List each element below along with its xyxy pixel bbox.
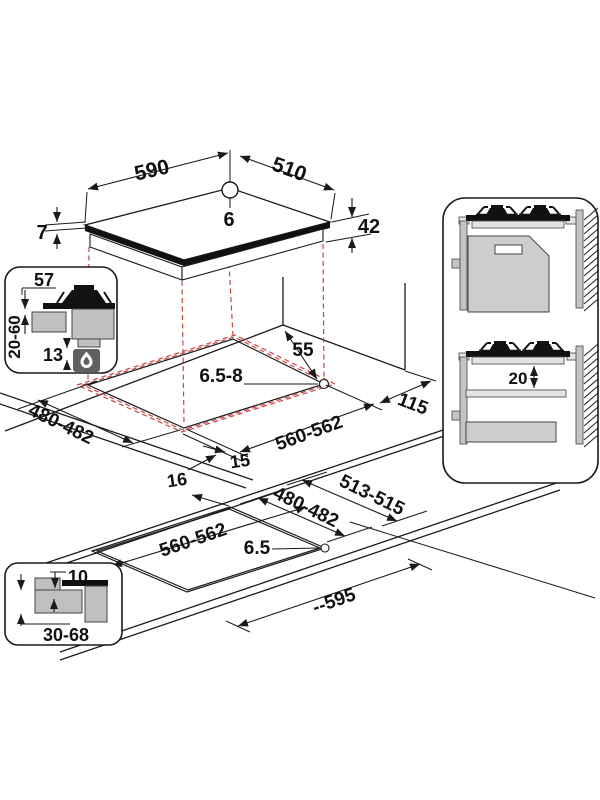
dim-57: 57: [34, 270, 54, 290]
dim-13: 13: [43, 345, 63, 365]
corner-hole: [320, 543, 330, 553]
dim-510: 510: [269, 153, 310, 187]
dim-560-562: 560-562: [273, 412, 346, 456]
dim-513-515: 513-515: [336, 471, 408, 521]
hob-top-view: [82, 150, 333, 281]
side-view-box: 20: [442, 197, 599, 484]
dim-595: --595: [310, 584, 359, 618]
dim-560-562-b: 560-562: [157, 519, 230, 562]
corner-hole-mid: [318, 378, 330, 390]
dim-590: 590: [132, 155, 171, 185]
dim-7: 7: [36, 222, 47, 244]
dim-480-482: 480-482: [25, 400, 97, 449]
drawer-body: [465, 421, 557, 443]
flush-cutout-outer: [90, 506, 327, 593]
dim-42: 42: [358, 216, 380, 238]
clamp-inset: 10 30-68: [4, 562, 123, 646]
dim-15: 15: [229, 450, 252, 473]
dim-6-5: 6.5: [244, 538, 271, 559]
side-view-oven: [451, 203, 599, 313]
dim-20: 20: [509, 369, 528, 388]
oven-body: [467, 235, 550, 313]
dim-55: 55: [292, 340, 314, 361]
flush-cutout-inner: [95, 508, 322, 591]
dim-6-5-8: 6.5-8: [199, 366, 242, 387]
dim-115: 115: [395, 389, 432, 420]
dim-10: 10: [68, 567, 88, 587]
dim-16: 16: [166, 469, 189, 492]
dim-20-60: 20-60: [5, 315, 24, 358]
side-view-drawer: 20: [451, 339, 599, 448]
gas-hole: [221, 181, 239, 199]
gas-flame-icon: [73, 349, 100, 372]
dim-6: 6: [223, 209, 234, 231]
dim-30-68: 30-68: [43, 625, 89, 645]
burner-clearance-inset: 57 20-60 13: [4, 266, 118, 374]
flush-dimensions: 513-515 480-482 560-562 6.5 --595: [111, 471, 433, 633]
